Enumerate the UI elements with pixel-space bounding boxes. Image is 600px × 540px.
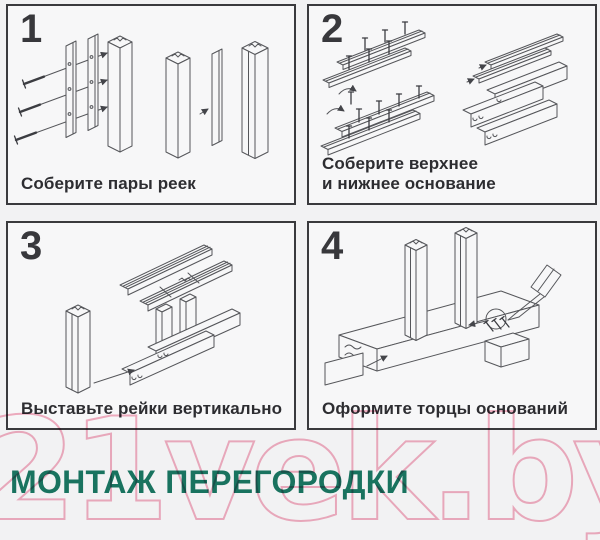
step-number: 1 xyxy=(20,7,43,51)
step2-assemble-bases-illustration xyxy=(320,21,568,156)
step-caption: Соберите верхнее и нижнее основание xyxy=(322,153,496,193)
step-panel-4: 4 xyxy=(307,221,597,430)
step1-assemble-slat-pairs-illustration xyxy=(13,33,269,159)
step-caption: Оформите торцы оснований xyxy=(322,398,569,418)
step-caption: Выставьте рейки вертикально xyxy=(21,398,283,418)
step-panel-2: 2 xyxy=(307,4,597,205)
step-panel-3: 3 xyxy=(6,221,296,430)
step-number: 3 xyxy=(20,224,43,268)
step-number: 4 xyxy=(321,224,344,268)
step4-finish-base-ends-illustration xyxy=(324,227,562,386)
step-number: 2 xyxy=(321,7,344,51)
page-title: МОНТАЖ ПЕРЕГОРОДКИ xyxy=(10,464,409,500)
step3-set-slats-vertically-illustration xyxy=(65,244,241,394)
step-panel-1: 1 xyxy=(6,4,296,205)
step-caption: Соберите пары реек xyxy=(21,173,196,193)
